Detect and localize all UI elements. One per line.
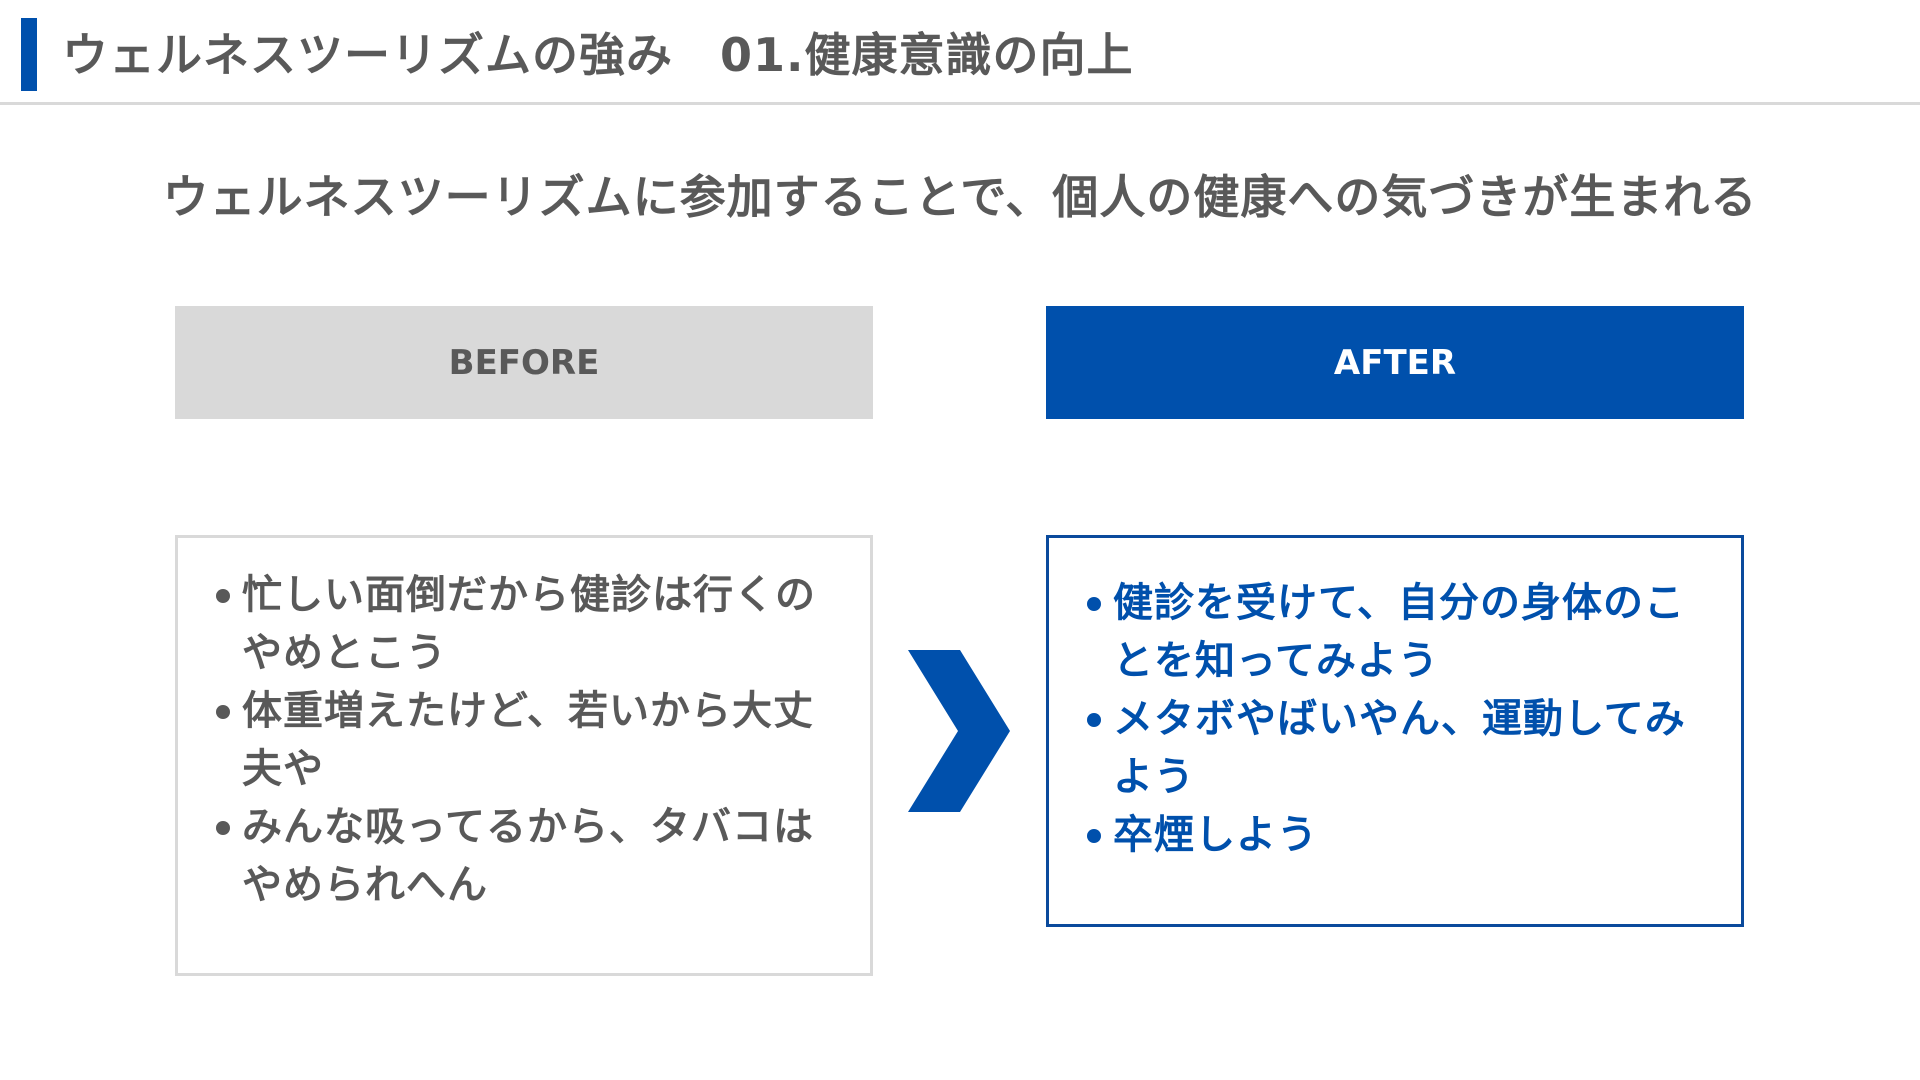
list-item: 健診を受けて、自分の身体のことを知ってみよう (1057, 574, 1717, 690)
list-item-text: 卒煙しよう (1113, 812, 1318, 858)
list-item: 忙しい面倒だから健診は行くのやめとこう (186, 566, 846, 682)
bullet-icon (216, 821, 230, 835)
bullet-icon (1087, 597, 1101, 611)
bullet-icon (1087, 713, 1101, 727)
header: ウェルネスツーリズムの強み 01.健康意識の向上 (0, 0, 1920, 105)
before-list: 忙しい面倒だから健診は行くのやめとこう 体重増えたけど、若いから大丈夫や みんな… (186, 566, 846, 914)
list-item-text: 体重増えたけど、若いから大丈夫や (242, 688, 814, 792)
list-item: 体重増えたけど、若いから大丈夫や (186, 682, 846, 798)
page-title: ウェルネスツーリズムの強み 01.健康意識の向上 (62, 28, 1134, 82)
before-label: BEFORE (175, 306, 873, 419)
subtitle: ウェルネスツーリズムに参加することで、個人の健康への気づきが生まれる (162, 170, 1758, 224)
list-item-text: 健診を受けて、自分の身体のことを知ってみよう (1113, 580, 1685, 684)
bullet-icon (216, 589, 230, 603)
after-list: 健診を受けて、自分の身体のことを知ってみよう メタボやばいやん、運動してみよう … (1057, 574, 1717, 864)
after-box: 健診を受けて、自分の身体のことを知ってみよう メタボやばいやん、運動してみよう … (1046, 535, 1744, 927)
after-label: AFTER (1046, 306, 1744, 419)
before-box: 忙しい面倒だから健診は行くのやめとこう 体重増えたけど、若いから大丈夫や みんな… (175, 535, 873, 976)
list-item-text: メタボやばいやん、運動してみよう (1113, 696, 1686, 800)
list-item: 卒煙しよう (1057, 806, 1717, 864)
list-item-text: みんな吸ってるから、タバコはやめられへん (242, 804, 814, 908)
list-item-text: 忙しい面倒だから健診は行くのやめとこう (242, 572, 816, 676)
header-accent-bar (21, 18, 37, 91)
list-item: みんな吸ってるから、タバコはやめられへん (186, 798, 846, 914)
chevron-right-icon (908, 650, 1010, 812)
list-item: メタボやばいやん、運動してみよう (1057, 690, 1717, 806)
bullet-icon (1087, 829, 1101, 843)
bullet-icon (216, 705, 230, 719)
